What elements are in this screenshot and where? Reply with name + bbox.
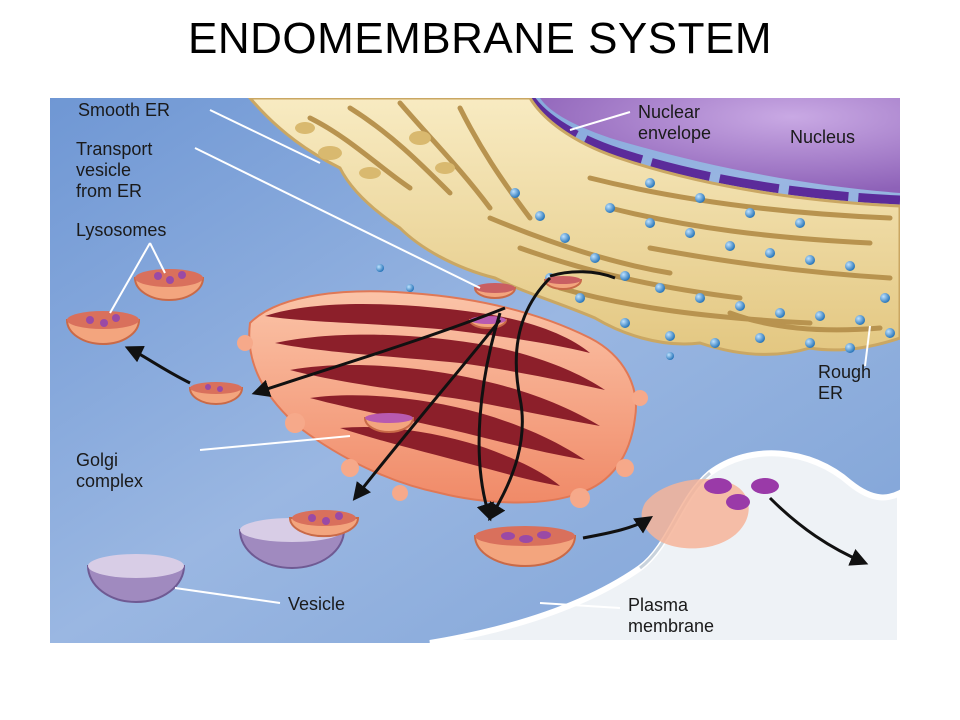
leader-lines <box>109 109 871 609</box>
purple-vesicles <box>86 510 360 603</box>
label-vesicle: Vesicle <box>288 594 346 614</box>
golgi-complex <box>237 290 648 508</box>
label-plasma-membrane: Plasma membrane <box>628 595 715 636</box>
ribosomes <box>366 178 895 360</box>
er-folds <box>307 100 893 333</box>
er-pores <box>295 122 455 179</box>
diagram-canvas <box>50 98 900 643</box>
label-golgi-complex: Golgi complex <box>76 450 144 491</box>
label-nuclear-envelope: Nuclear envelope <box>638 102 712 143</box>
label-nucleus: Nucleus <box>790 127 856 147</box>
nucleus <box>540 98 900 193</box>
secretory-vesicle <box>473 526 577 567</box>
er-exit-arrow <box>549 270 616 280</box>
exocytosis-site <box>641 478 779 549</box>
label-transport-vesicle: Transport vesicle from ER <box>76 139 153 201</box>
pathway-arrows <box>124 276 869 566</box>
page-title: ENDOMEMBRANE SYSTEM <box>187 14 772 63</box>
endomembrane-diagram: Smooth ER Transport vesicle from ER Lyso… <box>50 98 900 643</box>
label-lysosomes: Lysosomes <box>76 220 167 240</box>
endoplasmic-reticulum <box>248 98 900 356</box>
lysosomes-group <box>65 269 415 433</box>
label-rough-er: Rough ER <box>818 362 872 403</box>
nuclear-envelope <box>526 98 900 205</box>
label-smooth-er: Smooth ER <box>78 100 171 120</box>
